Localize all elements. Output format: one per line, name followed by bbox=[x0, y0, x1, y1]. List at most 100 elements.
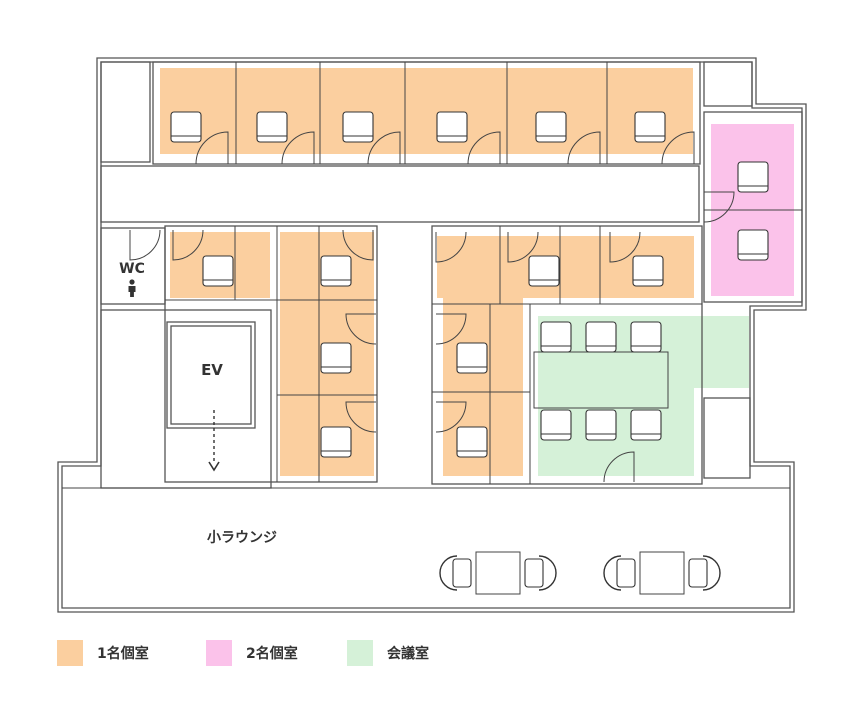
desk-icon bbox=[456, 342, 488, 374]
desk-top bbox=[342, 111, 374, 143]
desk-icon bbox=[320, 426, 352, 458]
desk-icon bbox=[540, 321, 572, 353]
desk-top bbox=[737, 229, 769, 261]
door-swing-icon bbox=[367, 131, 401, 165]
door-swing-icon bbox=[345, 313, 377, 345]
top-right-closet bbox=[703, 61, 753, 107]
door-swing-icon bbox=[703, 191, 735, 223]
elevator-area bbox=[100, 309, 272, 489]
door-swing-icon bbox=[603, 451, 635, 483]
single-room-zone bbox=[160, 68, 693, 154]
desk-icon bbox=[170, 111, 202, 143]
legend-double-room: 2名個室 bbox=[206, 640, 298, 666]
lounge-table bbox=[475, 551, 521, 595]
chair-back bbox=[538, 555, 557, 591]
chair-icon bbox=[524, 555, 557, 591]
desk-icon bbox=[585, 321, 617, 353]
door-swing-icon bbox=[661, 131, 695, 165]
arrow-down-icon bbox=[208, 410, 220, 472]
lounge-label: 小ラウンジ bbox=[207, 530, 277, 546]
desk-icon bbox=[737, 229, 769, 261]
desk-top bbox=[630, 409, 662, 441]
chair-icon bbox=[688, 555, 721, 591]
chair-seat bbox=[616, 558, 636, 588]
legend-swatch-double bbox=[206, 640, 232, 666]
legend-label-double: 2名個室 bbox=[246, 646, 298, 662]
furniture-layer bbox=[129, 111, 769, 595]
chair-icon bbox=[439, 555, 472, 591]
desk-top bbox=[630, 321, 662, 353]
desk-icon bbox=[456, 426, 488, 458]
door-swing-icon bbox=[467, 131, 501, 165]
desk-top bbox=[170, 111, 202, 143]
desk-top bbox=[202, 255, 234, 287]
legend-swatch-meeting bbox=[347, 640, 373, 666]
door-swing-icon bbox=[345, 401, 377, 433]
elevator-shaft bbox=[166, 321, 256, 429]
door-swing-icon bbox=[435, 401, 467, 433]
desk-icon bbox=[528, 255, 560, 287]
desk-top bbox=[528, 255, 560, 287]
desk-icon bbox=[630, 321, 662, 353]
elevator-car bbox=[170, 325, 252, 425]
desk-icon bbox=[342, 111, 374, 143]
desk-top bbox=[737, 161, 769, 193]
desk-icon bbox=[630, 409, 662, 441]
door-swing-icon bbox=[567, 131, 601, 165]
desk-top bbox=[436, 111, 468, 143]
door-swing-icon bbox=[435, 313, 467, 345]
door-swing-icon bbox=[342, 229, 374, 261]
desk-top bbox=[632, 255, 664, 287]
desk-top bbox=[320, 255, 352, 287]
door-swing-icon bbox=[195, 131, 229, 165]
desk-icon bbox=[540, 409, 572, 441]
desk-icon bbox=[202, 255, 234, 287]
desk-top bbox=[256, 111, 288, 143]
double-rooms-block bbox=[703, 111, 803, 303]
desk-icon bbox=[634, 111, 666, 143]
outer-wall bbox=[57, 57, 807, 613]
desk-icon bbox=[320, 342, 352, 374]
desk-top bbox=[540, 409, 572, 441]
chair-back bbox=[603, 555, 622, 591]
chair-back bbox=[702, 555, 721, 591]
legend-label-single: 1名個室 bbox=[97, 646, 149, 662]
legend-meeting-room: 会議室 bbox=[347, 640, 429, 666]
chair-seat bbox=[688, 558, 708, 588]
wc-label: WC bbox=[119, 261, 145, 277]
walls-layer bbox=[57, 57, 807, 613]
desk-top bbox=[320, 426, 352, 458]
desk-icon bbox=[632, 255, 664, 287]
chair-back bbox=[439, 555, 458, 591]
desk-icon bbox=[320, 255, 352, 287]
legend-label-meeting: 会議室 bbox=[387, 646, 429, 662]
desk-top bbox=[456, 426, 488, 458]
door-swing-icon bbox=[507, 231, 539, 263]
desk-top bbox=[634, 111, 666, 143]
door-swing-icon bbox=[281, 131, 315, 165]
person-icon bbox=[128, 279, 136, 297]
desk-icon bbox=[256, 111, 288, 143]
chair-icon bbox=[603, 555, 636, 591]
desk-top bbox=[585, 409, 617, 441]
desk-icon bbox=[737, 161, 769, 193]
chair-seat bbox=[452, 558, 472, 588]
lounge-table bbox=[639, 551, 685, 595]
door-swing-icon bbox=[609, 231, 641, 263]
right-offices-block bbox=[431, 225, 703, 485]
desk-icon bbox=[535, 111, 567, 143]
desk-top bbox=[585, 321, 617, 353]
desk-icon bbox=[585, 409, 617, 441]
chair-seat bbox=[524, 558, 544, 588]
door-swing-icon bbox=[129, 229, 161, 261]
desk-top bbox=[540, 321, 572, 353]
door-swing-icon bbox=[172, 229, 204, 261]
elevator-label: EV bbox=[201, 361, 223, 379]
storage-top-left bbox=[100, 61, 151, 163]
desk-icon bbox=[436, 111, 468, 143]
right-lower-closet bbox=[703, 397, 751, 479]
top-offices-block bbox=[152, 61, 701, 165]
desk-top bbox=[456, 342, 488, 374]
desk-top bbox=[320, 342, 352, 374]
